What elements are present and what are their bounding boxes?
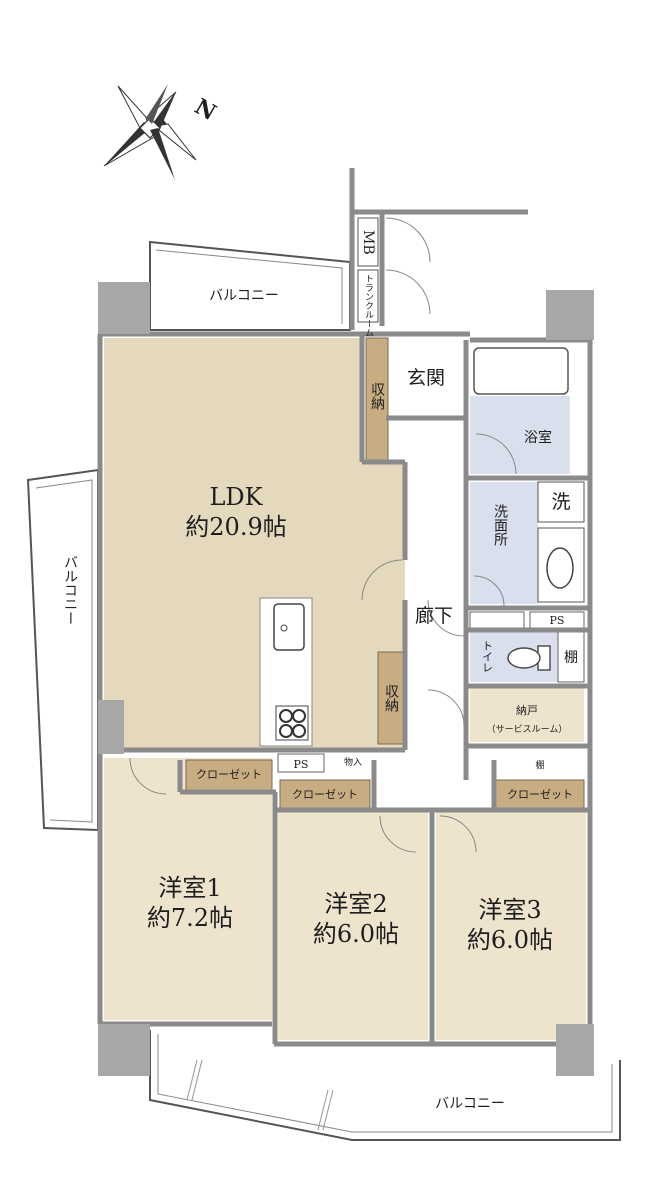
stove-icon	[275, 705, 309, 741]
mb-box	[357, 217, 379, 267]
ps-ldk-box	[277, 753, 325, 773]
toilet-icon	[507, 645, 551, 671]
trunk-room-label: トランクルーム	[363, 274, 374, 337]
ps-wash-blank	[469, 611, 525, 629]
ldk-floor	[104, 338, 405, 748]
storeroom-shelf-label: 棚	[535, 759, 544, 771]
bathroom-label: 浴室	[524, 429, 552, 446]
ldk-upper-storage-label: 収納	[369, 382, 385, 411]
washer-label: 洗	[551, 491, 570, 513]
storeroom-sub-label: （サービスルーム）	[487, 724, 568, 735]
toilet-label: トイレ	[481, 640, 494, 673]
south-balcony	[149, 1030, 621, 1141]
mb-label: MB	[360, 230, 376, 255]
west-balcony	[26, 468, 99, 832]
hallway-label: 廊下	[415, 605, 453, 627]
sink-drain-icon	[280, 624, 288, 632]
monoire-label: 物入	[344, 756, 362, 768]
western2-name: 洋室2	[324, 890, 387, 918]
ldk-lower-storage-label: 収納	[383, 684, 399, 713]
west-balcony-label: バルコニー	[62, 555, 78, 625]
western3-floor	[436, 812, 586, 1040]
compass-north-label: N	[190, 94, 220, 127]
bathtub	[473, 347, 569, 395]
toilet-shelf-label: 棚	[564, 650, 578, 666]
washroom-floor	[470, 482, 538, 604]
washroom-label: 洗面所	[492, 504, 508, 546]
door-swings	[129, 217, 517, 853]
western1-area: 約7.2帖	[147, 904, 233, 932]
closet-western2-label: クローゼット	[292, 788, 358, 801]
western2-area: 約6.0帖	[313, 920, 399, 948]
western3-name: 洋室3	[478, 896, 541, 924]
closet-western1-label: クローゼット	[196, 768, 262, 781]
ps-wash-label: PS	[550, 614, 565, 627]
western1-name: 洋室1	[158, 874, 221, 902]
columns	[98, 282, 594, 1076]
storeroom-floor	[470, 688, 584, 742]
walls	[97, 168, 593, 1047]
north-balcony-label: バルコニー	[209, 288, 279, 304]
south-balcony-label: バルコニー	[435, 1096, 505, 1112]
closet-western3	[495, 779, 585, 809]
ldk-name: LDK	[209, 483, 263, 511]
washbasin-bowl-icon	[546, 547, 574, 589]
ps-ldk-label: PS	[294, 758, 309, 771]
entrance-floor	[390, 338, 462, 416]
western1-floor	[104, 758, 272, 1020]
entrance-label: 玄関	[407, 367, 445, 389]
sink-icon	[273, 603, 305, 651]
washer-space	[537, 481, 585, 523]
closet-western3-label: クローゼット	[507, 788, 573, 801]
compass-rose-icon	[103, 84, 197, 180]
storeroom-label: 納戸	[516, 704, 538, 717]
ldk-area: 約20.9帖	[185, 513, 286, 541]
north-balcony	[149, 240, 351, 331]
trunk-room-box	[357, 269, 379, 323]
western3-area: 約6.0帖	[467, 926, 553, 954]
closet-western1	[185, 759, 273, 791]
